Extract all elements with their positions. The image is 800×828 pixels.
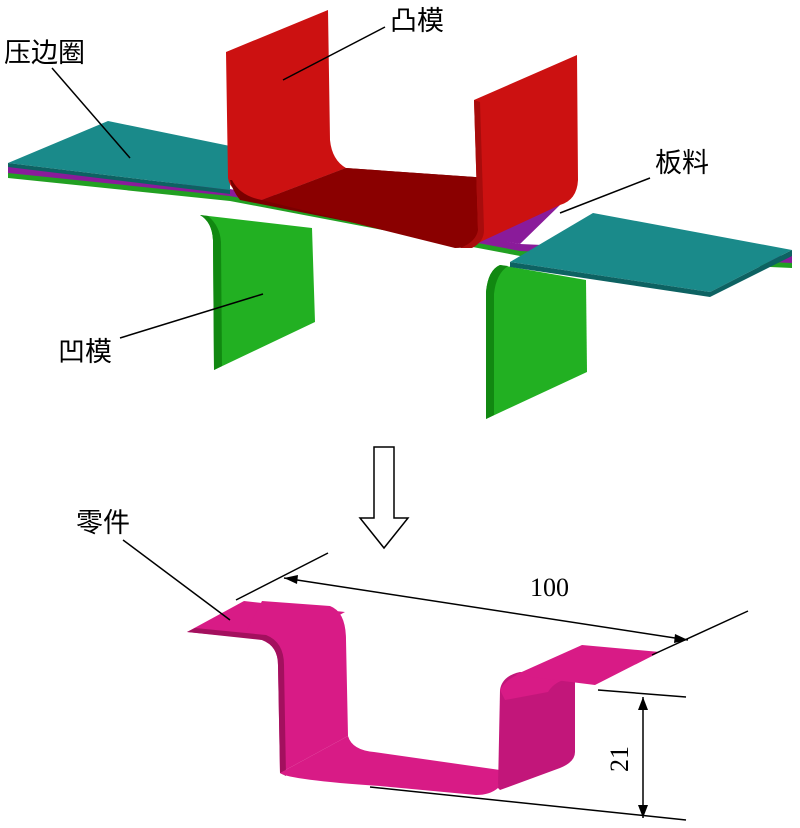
punch-label: 凸模 bbox=[390, 6, 444, 37]
die-right bbox=[486, 265, 587, 419]
binder-leader bbox=[51, 67, 131, 159]
blank-label: 板料 bbox=[655, 148, 709, 179]
blank-leader bbox=[559, 177, 651, 214]
part-leader bbox=[122, 539, 231, 621]
length-dimension bbox=[235, 552, 749, 656]
part-label: 零件 bbox=[76, 508, 130, 539]
punch-leader bbox=[282, 26, 386, 81]
die-leader bbox=[119, 293, 264, 339]
die-left bbox=[200, 215, 315, 370]
binder-left bbox=[8, 121, 230, 194]
height-dimension bbox=[369, 689, 687, 821]
formed-part bbox=[187, 601, 660, 795]
height-value: 21 bbox=[605, 746, 634, 772]
binder-label: 压边圈 bbox=[4, 38, 85, 69]
punch bbox=[226, 10, 578, 248]
binder-right bbox=[510, 213, 792, 297]
length-value: 100 bbox=[530, 573, 569, 602]
die-flange bbox=[8, 172, 792, 268]
die-label: 凹模 bbox=[58, 337, 112, 368]
down-arrow-icon bbox=[358, 446, 410, 550]
